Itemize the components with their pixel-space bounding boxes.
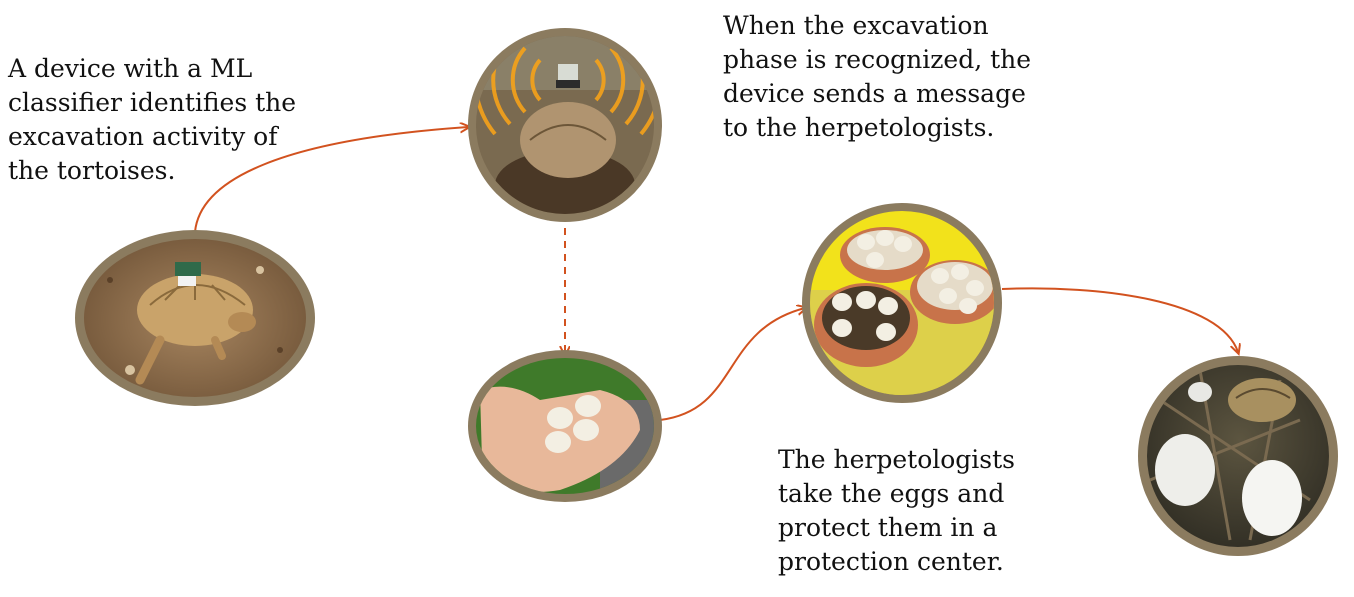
caption-step-1: A device with a ML classifier identifies… — [8, 54, 297, 185]
tortoise-with-device-photo — [75, 230, 315, 406]
hatchling-tortoise-photo — [1138, 356, 1338, 556]
eggs-in-pots-photo — [802, 203, 1002, 403]
caption-step-3: The herpetologists take the eggs and pro… — [778, 445, 1016, 576]
eggs-in-hand-photo — [468, 350, 662, 502]
caption-step-2: When the excavation phase is recognized,… — [723, 11, 1032, 142]
arrow-hand-to-pots — [659, 308, 805, 421]
arrow-pots-to-hatchling — [1001, 287, 1238, 352]
tortoise-digging-signal-photo — [468, 28, 662, 222]
arrow-device-to-signal — [194, 127, 468, 233]
